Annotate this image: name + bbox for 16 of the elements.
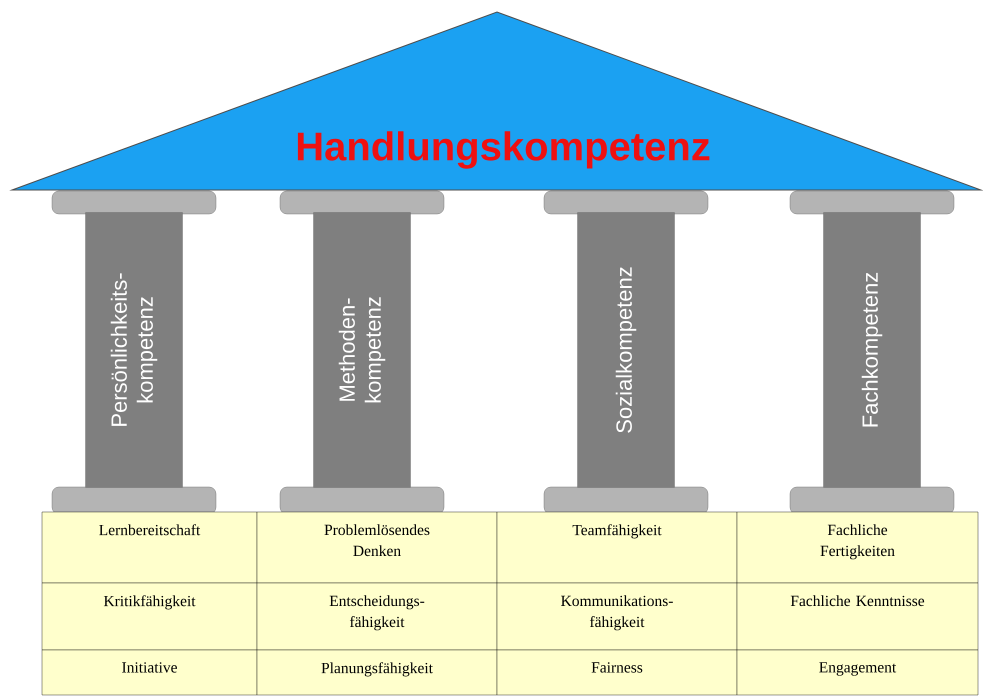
table-cell: Problemlösendes Denken xyxy=(256,512,498,584)
table-cell: Kommunikations- fähigkeit xyxy=(496,582,738,650)
table-cell: Engagement xyxy=(736,650,978,696)
table-cell: Planungsfähigkeit xyxy=(256,650,498,696)
table-cell: Entscheidungs- fähigkeit xyxy=(256,582,498,650)
table-cell: Fachliche Fertigkeiten xyxy=(736,512,978,584)
pillar: Persönlichkeits- kompetenz xyxy=(52,190,216,514)
table-cell: Fairness xyxy=(496,650,738,696)
table-cell: Fachliche Kenntnisse xyxy=(736,582,978,650)
table-cell: Lernbereitschaft xyxy=(42,512,258,584)
pillar: Methoden- kompetenz xyxy=(280,190,444,514)
pillar: Fachkompetenz xyxy=(790,190,954,514)
table-cell: Initiative xyxy=(42,650,258,696)
pillar: Sozialkompetenz xyxy=(544,190,708,514)
table-cell: Kritikfähigkeit xyxy=(42,582,258,650)
table-cell: Teamfähigkeit xyxy=(496,512,738,584)
